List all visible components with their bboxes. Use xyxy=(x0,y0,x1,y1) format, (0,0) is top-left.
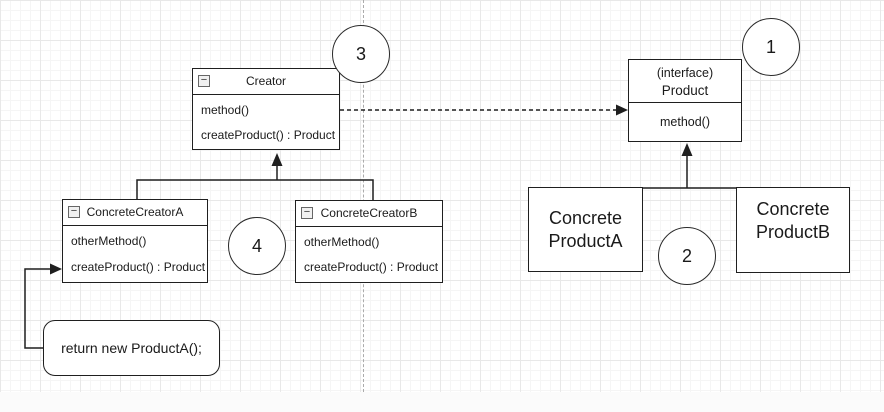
class-concrete-creator-b-titlebar: − ConcreteCreatorB xyxy=(296,201,442,227)
class-creator[interactable]: − Creator method() createProduct() : Pro… xyxy=(192,68,340,150)
product-stereotype: (interface) xyxy=(656,66,714,80)
class-concrete-creator-b-title: ConcreteCreatorB xyxy=(320,206,418,220)
marker-circle-4[interactable]: 4 xyxy=(228,217,286,275)
class-creator-title: Creator xyxy=(245,74,286,88)
creator-a-createproduct: createProduct() : Product xyxy=(71,260,206,274)
concrete-product-a-line1: Concrete xyxy=(548,207,623,228)
note-connector-createproduct[interactable] xyxy=(24,263,62,349)
marker-2-label: 2 xyxy=(681,245,692,266)
marker-4-label: 4 xyxy=(251,235,262,256)
creator-b-createproduct: createProduct() : Product xyxy=(304,260,439,275)
collapse-icon[interactable]: − xyxy=(198,75,210,87)
inheritance-connector-creators[interactable] xyxy=(136,153,374,200)
canvas-bottom-edge xyxy=(0,392,884,412)
marker-3-label: 3 xyxy=(355,43,366,64)
concrete-product-b-line1: Concrete xyxy=(756,199,830,219)
class-concrete-creator-a-titlebar: − ConcreteCreatorA xyxy=(63,200,207,226)
class-concrete-product-b[interactable]: Concrete ProductB xyxy=(736,187,850,273)
diagram-canvas[interactable]: − Creator method() createProduct() : Pro… xyxy=(0,0,884,392)
marker-circle-1[interactable]: 1 xyxy=(742,18,800,76)
marker-circle-2[interactable]: 2 xyxy=(658,227,716,285)
concrete-product-a-line2: ProductA xyxy=(548,230,623,251)
marker-circle-3[interactable]: 3 xyxy=(332,25,390,83)
product-title: Product xyxy=(661,83,709,98)
note-return-new-producta[interactable]: return new ProductA(); xyxy=(43,320,220,376)
class-concrete-creator-a-title: ConcreteCreatorA xyxy=(86,205,184,219)
creator-a-othermethod: otherMethod() xyxy=(71,234,147,248)
product-method: method() xyxy=(659,115,711,129)
collapse-icon[interactable]: − xyxy=(68,206,80,218)
creator-method: method() xyxy=(201,102,250,117)
class-product-interface[interactable]: (interface) Product method() xyxy=(628,59,742,142)
marker-1-label: 1 xyxy=(765,36,776,57)
dependency-connector-creator-product[interactable] xyxy=(340,104,628,116)
page-divider-line xyxy=(363,0,364,392)
class-concrete-product-a[interactable]: Concrete ProductA xyxy=(528,187,643,272)
class-creator-titlebar: − Creator xyxy=(193,69,339,95)
note-text: return new ProductA(); xyxy=(61,340,202,356)
creator-createproduct: createProduct() : Product xyxy=(201,127,336,142)
realization-connector-products[interactable] xyxy=(585,143,793,189)
class-concrete-creator-a[interactable]: − ConcreteCreatorA otherMethod() createP… xyxy=(62,199,208,283)
class-concrete-creator-b[interactable]: − ConcreteCreatorB otherMethod() createP… xyxy=(295,200,443,283)
concrete-product-b-line2: ProductB xyxy=(755,222,831,242)
collapse-icon[interactable]: − xyxy=(301,207,313,219)
creator-b-othermethod: otherMethod() xyxy=(304,234,380,249)
